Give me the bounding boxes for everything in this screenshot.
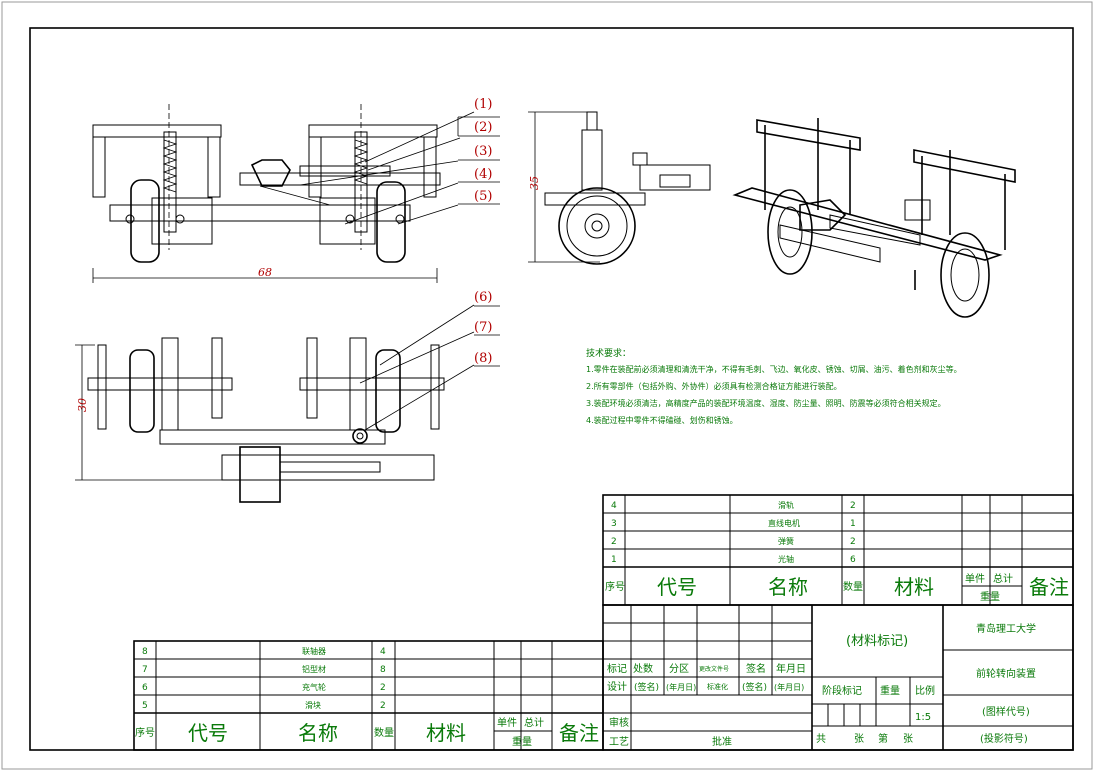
tech-line-1: 1.零件在装配前必须清理和清洗干净，不得有毛刺、飞边、氧化皮、锈蚀、切屑、油污、…: [586, 364, 962, 374]
tb-sheet-no: 第: [878, 732, 888, 745]
tb-date: 年月日: [776, 662, 806, 675]
bom-lower-h-weight: 重量: [512, 735, 532, 748]
dim-height-side: 35: [528, 176, 541, 190]
bom-upper-h-name: 名称: [768, 575, 808, 599]
callouts-lower: (6) (7) (8): [359, 290, 500, 431]
tech-line-3: 3.装配环境必须清洁，高精度产品的装配环境温度、湿度、防尘量、照明、防震等必须符…: [586, 398, 946, 408]
tb-design: 设计: [607, 680, 627, 693]
callout-6: (6): [474, 290, 492, 305]
bom-upper-qty-1: 6: [850, 555, 856, 565]
drawing-name: 前轮转向装置: [976, 667, 1036, 680]
bom-lower-qty-7: 8: [380, 665, 386, 675]
tb-design-sign: (签名): [634, 681, 659, 693]
tb-standard-sign: (签名): [742, 681, 767, 693]
tb-sheets-word: 张: [854, 733, 864, 745]
bom-upper-qty-4: 2: [850, 501, 856, 511]
bom-lower-h-code: 代号: [188, 721, 228, 745]
material-mark: (材料标记): [846, 634, 908, 649]
tb-weight: 重量: [880, 684, 900, 697]
callout-3: (3): [474, 144, 492, 159]
dim-width-front: 68: [258, 266, 272, 279]
bom-upper-qty-2: 2: [850, 537, 856, 547]
tb-sheets-total: 共: [816, 733, 826, 745]
tb-change-doc: 更改文件号: [699, 665, 729, 673]
bom-lower-no-6: 6: [142, 683, 148, 693]
bom-upper-h-qty: 数量: [843, 580, 863, 593]
technical-requirements: 技术要求： 1.零件在装配前必须清理和清洗干净，不得有毛刺、飞边、氧化皮、锈蚀、…: [586, 347, 962, 425]
bom-upper-name-1: 光轴: [778, 554, 794, 564]
tb-review: 审核: [609, 716, 629, 729]
side-view: 35: [528, 111, 711, 265]
bom-lower-table: 8 联轴器 4 7 铝型材 8 6 充气轮 2 5 滑块 2 序号 代号 名称 …: [133, 640, 604, 751]
tb-mark: 标记: [607, 663, 627, 675]
drawing-number: (图样代号): [982, 705, 1030, 718]
callout-5: (5): [474, 189, 492, 204]
tb-zone: 分区: [669, 663, 689, 675]
callout-2: (2): [474, 120, 492, 135]
callout-4: (4): [474, 167, 492, 182]
title-block: (材料标记) 青岛理工大学 前轮转向装置 (图样代号) (投影符号) 标记 处数…: [602, 604, 1074, 751]
tb-standard-date: (年月日): [774, 682, 804, 692]
tb-approve: 批准: [712, 735, 732, 748]
bom-lower-name-5: 滑块: [305, 700, 321, 710]
callout-7: (7): [474, 320, 492, 335]
top-view: 30: [75, 337, 445, 503]
bom-lower-h-total: 总计: [524, 716, 544, 729]
tb-standard: 标准化: [707, 682, 728, 691]
front-view: 68: [92, 104, 441, 283]
tb-scale-label: 比例: [915, 684, 935, 697]
bom-upper-qty-3: 1: [850, 519, 856, 529]
tb-design-date: (年月日): [666, 682, 696, 692]
callout-1: (1): [474, 97, 492, 112]
tech-line-2: 2.所有零部件（包括外购、外协件）必须具有检测合格证方能进行装配。: [586, 381, 842, 391]
bom-upper-name-4: 滑轨: [778, 500, 794, 510]
bom-lower-h-no: 序号: [135, 726, 155, 739]
bom-upper-h-unit: 单件: [965, 573, 985, 585]
isometric-view: [732, 118, 1016, 318]
school-name: 青岛理工大学: [976, 622, 1036, 635]
tb-stage: 阶段标记: [822, 684, 862, 697]
callout-8: (8): [474, 351, 492, 366]
tb-count: 处数: [633, 662, 653, 675]
tech-line-4: 4.装配过程中零件不得磕碰、划伤和锈蚀。: [586, 415, 738, 425]
bom-upper-no-2: 2: [611, 537, 617, 547]
bom-upper-no-3: 3: [611, 519, 617, 529]
bom-lower-h-remark: 备注: [559, 721, 599, 745]
tb-sign: 签名: [746, 662, 766, 675]
bom-upper-no-4: 4: [611, 501, 617, 511]
bom-lower-no-5: 5: [142, 701, 148, 711]
bom-lower-h-material: 材料: [426, 721, 466, 745]
bom-upper-no-1: 1: [611, 555, 617, 565]
bom-upper-h-material: 材料: [894, 575, 934, 599]
tb-sheet-word: 张: [903, 733, 913, 745]
bom-upper-h-weight: 重量: [980, 590, 1000, 603]
bom-lower-name-6: 充气轮: [302, 682, 326, 692]
bom-lower-qty-8: 4: [380, 647, 386, 657]
bom-upper-h-no: 序号: [605, 580, 625, 593]
tb-process: 工艺: [609, 736, 629, 748]
bom-lower-h-qty: 数量: [374, 726, 394, 739]
dim-height-top: 30: [76, 398, 89, 412]
projection-symbol: (投影符号): [980, 732, 1028, 745]
bom-lower-name-7: 铝型材: [302, 664, 326, 674]
bom-upper-h-code: 代号: [657, 575, 697, 599]
bom-lower-name-8: 联轴器: [302, 646, 326, 656]
bom-lower-qty-6: 2: [380, 683, 386, 693]
bom-lower-qty-5: 2: [380, 701, 386, 711]
callouts-upper: (1) (2) (3) (4) (5): [299, 97, 500, 225]
bom-upper-h-remark: 备注: [1029, 575, 1069, 599]
bom-upper-table: 4 滑轨 2 3 直线电机 1 2 弹簧 2 1 光轴 6 序号 代号 名称 数…: [602, 494, 1074, 606]
bom-lower-h-name: 名称: [298, 721, 338, 745]
bom-upper-h-total: 总计: [993, 572, 1013, 585]
bom-upper-name-2: 弹簧: [778, 536, 794, 546]
bom-lower-no-8: 8: [142, 647, 148, 657]
bom-upper-name-3: 直线电机: [768, 518, 800, 528]
tb-scale: 1:5: [915, 712, 931, 723]
bom-lower-no-7: 7: [142, 665, 148, 675]
tech-title: 技术要求：: [586, 347, 631, 359]
bom-lower-h-unit: 单件: [497, 717, 517, 729]
